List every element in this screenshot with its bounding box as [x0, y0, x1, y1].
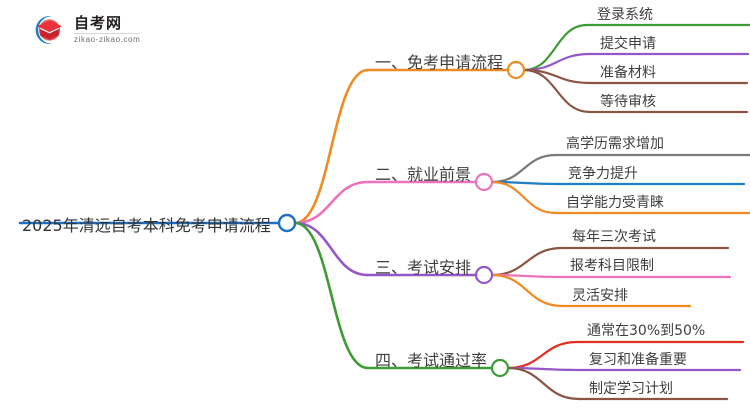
leaf-label-1-4[interactable]: 等待审核 [600, 94, 656, 110]
leaf-label-4-2[interactable]: 复习和准备重要 [589, 352, 687, 368]
leaf-label-1-1[interactable]: 登录系统 [597, 7, 653, 23]
central-node-circle[interactable] [277, 213, 297, 233]
branch-connector-3 [293, 221, 370, 277]
branch-label-3[interactable]: 三、考试安排 [375, 258, 472, 277]
leaf-label-2-3[interactable]: 自学能力受青睐 [566, 195, 664, 211]
leaf-label-3-3[interactable]: 灵活安排 [572, 288, 628, 304]
leaf-connector-3-3 [490, 273, 564, 308]
branch-node-4[interactable] [490, 358, 510, 378]
branch-label-2[interactable]: 二、就业前景 [375, 165, 472, 184]
leaf-label-3-2[interactable]: 报考科目限制 [570, 258, 654, 274]
logo-title: 自考网 [74, 14, 123, 32]
central-node-label[interactable]: 2025年清远自考本科免考申请流程 [22, 216, 271, 235]
leaf-connector-4-3 [506, 366, 581, 401]
branch-node-1[interactable] [506, 60, 526, 80]
branch-label-4[interactable]: 四、考试通过率 [375, 351, 488, 370]
leaf-connector-2-3 [490, 180, 558, 215]
leaf-label-1-3[interactable]: 准备材料 [600, 65, 656, 81]
leaf-label-3-1[interactable]: 每年三次考试 [572, 229, 656, 245]
leaf-label-4-3[interactable]: 制定学习计划 [589, 381, 673, 397]
branch-label-1[interactable]: 一、免考申请流程 [375, 53, 504, 72]
leaf-label-2-1[interactable]: 高学历需求增加 [566, 136, 664, 152]
leaf-connector-3-1 [490, 246, 564, 277]
branch-connector-4 [293, 221, 370, 370]
leaf-connector-2-1 [490, 153, 558, 184]
logo-domain: zikao-zikao.com [74, 35, 141, 44]
leaf-label-2-2[interactable]: 竞争力提升 [568, 166, 638, 182]
site-logo[interactable]: 自考网 zikao-zikao.com [28, 10, 168, 50]
leaf-connector-1-4 [522, 68, 592, 114]
branch-connector-1 [293, 68, 370, 225]
leaf-label-4-1[interactable]: 通常在30%到50% [587, 323, 706, 339]
logo-divider [74, 33, 141, 34]
branch-node-3[interactable] [474, 265, 494, 285]
branch-connector-2 [293, 180, 370, 225]
leaf-connector-4-1 [506, 340, 579, 370]
branch-node-2[interactable] [474, 172, 494, 192]
graduation-cap-logo-icon [28, 12, 68, 48]
leaf-label-1-2[interactable]: 提交申请 [600, 36, 656, 52]
